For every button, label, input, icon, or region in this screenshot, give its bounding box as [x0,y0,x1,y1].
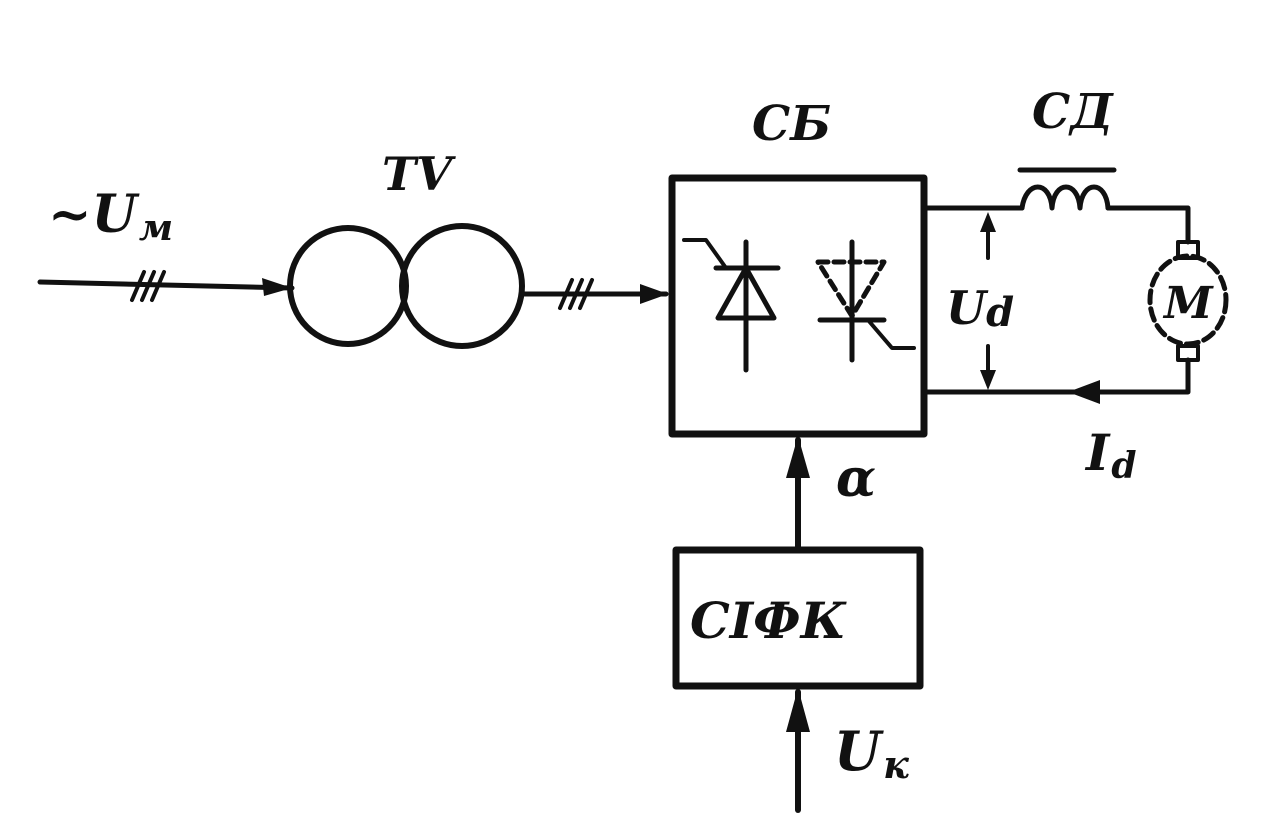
thyristor-icon [682,238,781,373]
dc-voltage-label: Ud [946,281,1014,336]
dc-return-line [921,357,1191,404]
input-voltage-label: ~Uм [48,184,173,249]
svg-text:M: M [1162,278,1214,329]
thyristor-icon [815,239,916,363]
transformer [287,223,525,349]
control-voltage-label: Uк [834,719,909,787]
dc-positive-line [921,184,1191,245]
input-line [37,270,295,302]
firing-angle-label: α [836,448,876,509]
control-voltage-line [786,688,810,813]
control-system-block [672,546,924,690]
choke-label: СД [1032,84,1114,140]
transformer-output-line [519,278,669,310]
control-system-label: СІФК [690,591,848,650]
dc-current-label: Id [1084,423,1137,487]
firing-angle-line [786,436,810,551]
converter-label: СБ [752,96,831,152]
dc-voltage-indicator [980,212,996,390]
motor-icon: M [1147,240,1229,362]
converter-block [668,174,928,438]
transformer-label: TV [382,147,456,201]
